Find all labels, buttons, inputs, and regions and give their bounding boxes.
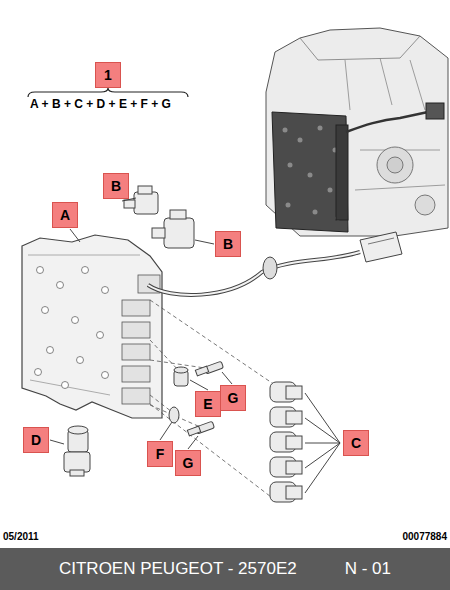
solenoid-b xyxy=(124,186,194,248)
brace xyxy=(28,88,188,97)
reference-number: 00077884 xyxy=(403,531,448,542)
callout-letter: D xyxy=(23,427,49,453)
callout-letter: C xyxy=(343,430,369,456)
callout-text: G xyxy=(228,390,239,406)
solenoid-c xyxy=(270,382,302,502)
footer-text: CITROEN PEUGEOT - 2570E2 xyxy=(59,559,297,579)
parts-list: A + B + C + D + E + F + G xyxy=(30,97,171,111)
callout-letter: A xyxy=(52,202,78,228)
callout-text: E xyxy=(203,396,212,412)
callout-letter: E xyxy=(195,391,221,417)
callout-text: G xyxy=(183,455,194,471)
callout-letter: F xyxy=(147,441,173,467)
footer-text: N - 01 xyxy=(345,559,391,579)
callout-letter: B xyxy=(103,173,129,199)
callout-text: A xyxy=(60,207,70,223)
callout-number: 1 xyxy=(95,62,121,88)
assembly-guides xyxy=(150,300,275,500)
solenoid-d xyxy=(64,426,90,476)
date-code: 05/2011 xyxy=(3,531,39,542)
callout-text: B xyxy=(223,236,233,252)
callout-text: D xyxy=(31,432,41,448)
valve-body xyxy=(22,235,162,418)
footer-band: CITROEN PEUGEOT - 2570E2 N - 01 xyxy=(0,548,450,590)
callout-letter: B xyxy=(215,231,241,257)
callout-text: F xyxy=(156,446,165,462)
callout-letter: G xyxy=(175,450,201,476)
callout-text: B xyxy=(111,178,121,194)
callout-text: 1 xyxy=(104,67,112,83)
callout-text: C xyxy=(351,435,361,451)
callout-letter: G xyxy=(220,385,246,411)
gearbox xyxy=(266,28,448,236)
leader-lines xyxy=(50,198,340,493)
small-parts xyxy=(169,361,223,436)
